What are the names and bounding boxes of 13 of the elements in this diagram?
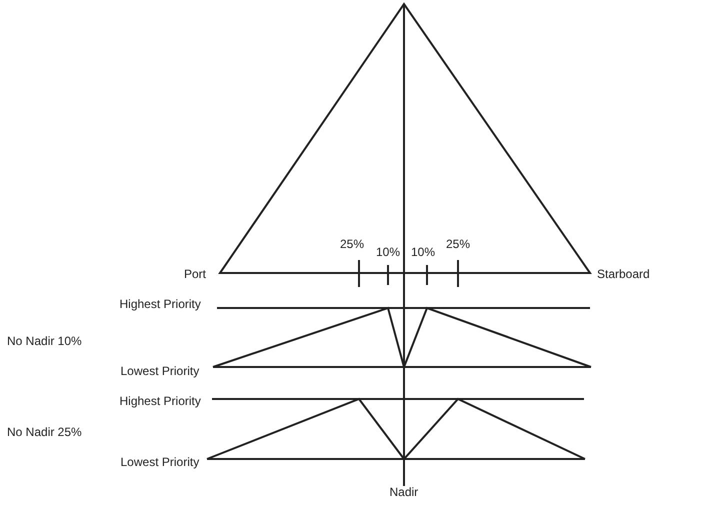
mode-label: No Nadir 10% <box>7 334 82 348</box>
percent-label: 25% <box>340 237 364 251</box>
percent-label: 10% <box>376 245 400 259</box>
percent-label: 25% <box>446 237 470 251</box>
priority-label: Highest Priority <box>120 297 201 311</box>
priority-label: Lowest Priority <box>120 364 200 378</box>
priority-label: Highest Priority <box>120 394 201 408</box>
percent-label: 10% <box>411 245 436 259</box>
side-label: Starboard <box>597 267 650 281</box>
side-label: Port <box>184 267 206 281</box>
mode-label: No Nadir 25% <box>7 425 82 439</box>
axis-label: Nadir <box>390 485 418 499</box>
priority-label: Lowest Priority <box>120 455 200 469</box>
